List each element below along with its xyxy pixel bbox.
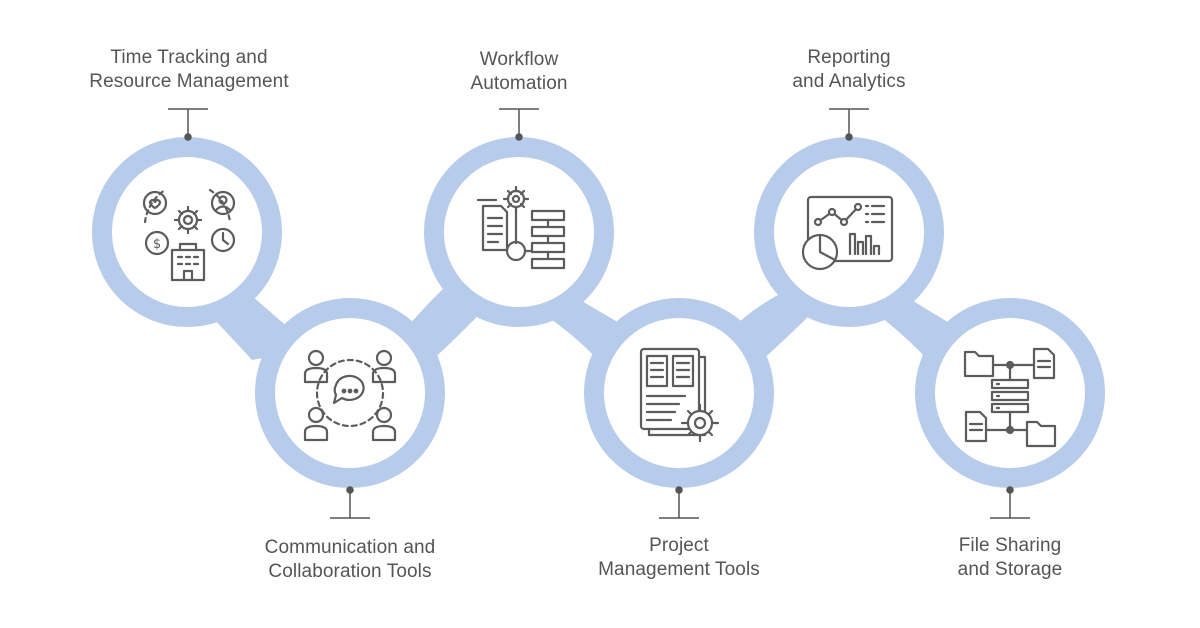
- label-reporting: Reporting and Analytics: [719, 46, 979, 94]
- svg-text:$: $: [153, 237, 161, 252]
- label-communication: Communication and Collaboration Tools: [220, 536, 480, 584]
- label-time-tracking: Time Tracking and Resource Management: [59, 46, 319, 94]
- team-chat-icon: [303, 349, 397, 442]
- analytics-dashboard-icon: [801, 195, 894, 271]
- label-line: Reporting: [807, 47, 891, 68]
- ring-workflow: [424, 137, 614, 327]
- clock-gear-people-icon: $: [142, 188, 236, 282]
- label-line: Management Tools: [598, 559, 760, 580]
- label-line: Communication and: [264, 537, 436, 558]
- label-line: Collaboration Tools: [268, 561, 432, 582]
- label-connectors: [168, 108, 1030, 519]
- label-workflow: Workflow Automation: [389, 48, 649, 96]
- label-line: Resource Management: [89, 71, 289, 92]
- label-line: and Storage: [957, 559, 1063, 580]
- flowchart-gear-icon: [476, 185, 566, 270]
- label-line: Automation: [470, 73, 568, 94]
- file-server-icon: [963, 347, 1057, 448]
- label-line: and Analytics: [792, 71, 906, 92]
- label-line: Project: [649, 535, 709, 556]
- label-line: Time Tracking and: [110, 47, 268, 68]
- ring-reporting: [754, 137, 944, 327]
- ring-project-management: [584, 298, 774, 488]
- label-line: Workflow: [479, 49, 559, 70]
- label-project-management: Project Management Tools: [549, 534, 809, 582]
- label-file-sharing: File Sharing and Storage: [880, 534, 1140, 582]
- label-line: File Sharing: [958, 535, 1062, 556]
- document-gear-icon: [639, 347, 720, 443]
